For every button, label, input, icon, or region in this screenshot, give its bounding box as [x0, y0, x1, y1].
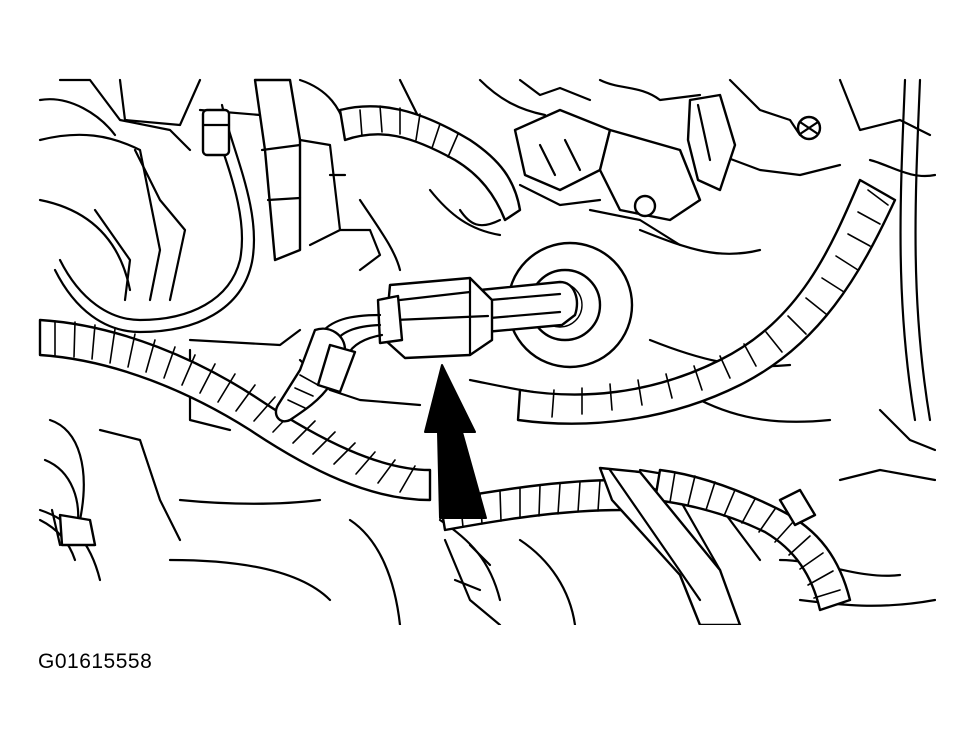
- left-corrugated-conduit: [38, 318, 432, 502]
- lower-right-corrugated-conduit: [653, 468, 852, 612]
- upper-bracket-bar: [253, 78, 382, 272]
- connector-pigtail-wires: [274, 313, 384, 423]
- engine-block-outlines: [38, 78, 936, 625]
- upper-right-connector: [513, 93, 822, 222]
- right-corrugated-conduit: [516, 178, 897, 425]
- upper-hose: [338, 105, 522, 227]
- electrical-connector: [376, 276, 579, 360]
- left-wire-harness: [53, 103, 256, 334]
- right-vertical-pipe: [899, 78, 932, 422]
- figure-code-label: G01615558: [38, 650, 153, 673]
- indicator-arrow: [424, 364, 487, 519]
- lower-left-bracket: [38, 508, 502, 625]
